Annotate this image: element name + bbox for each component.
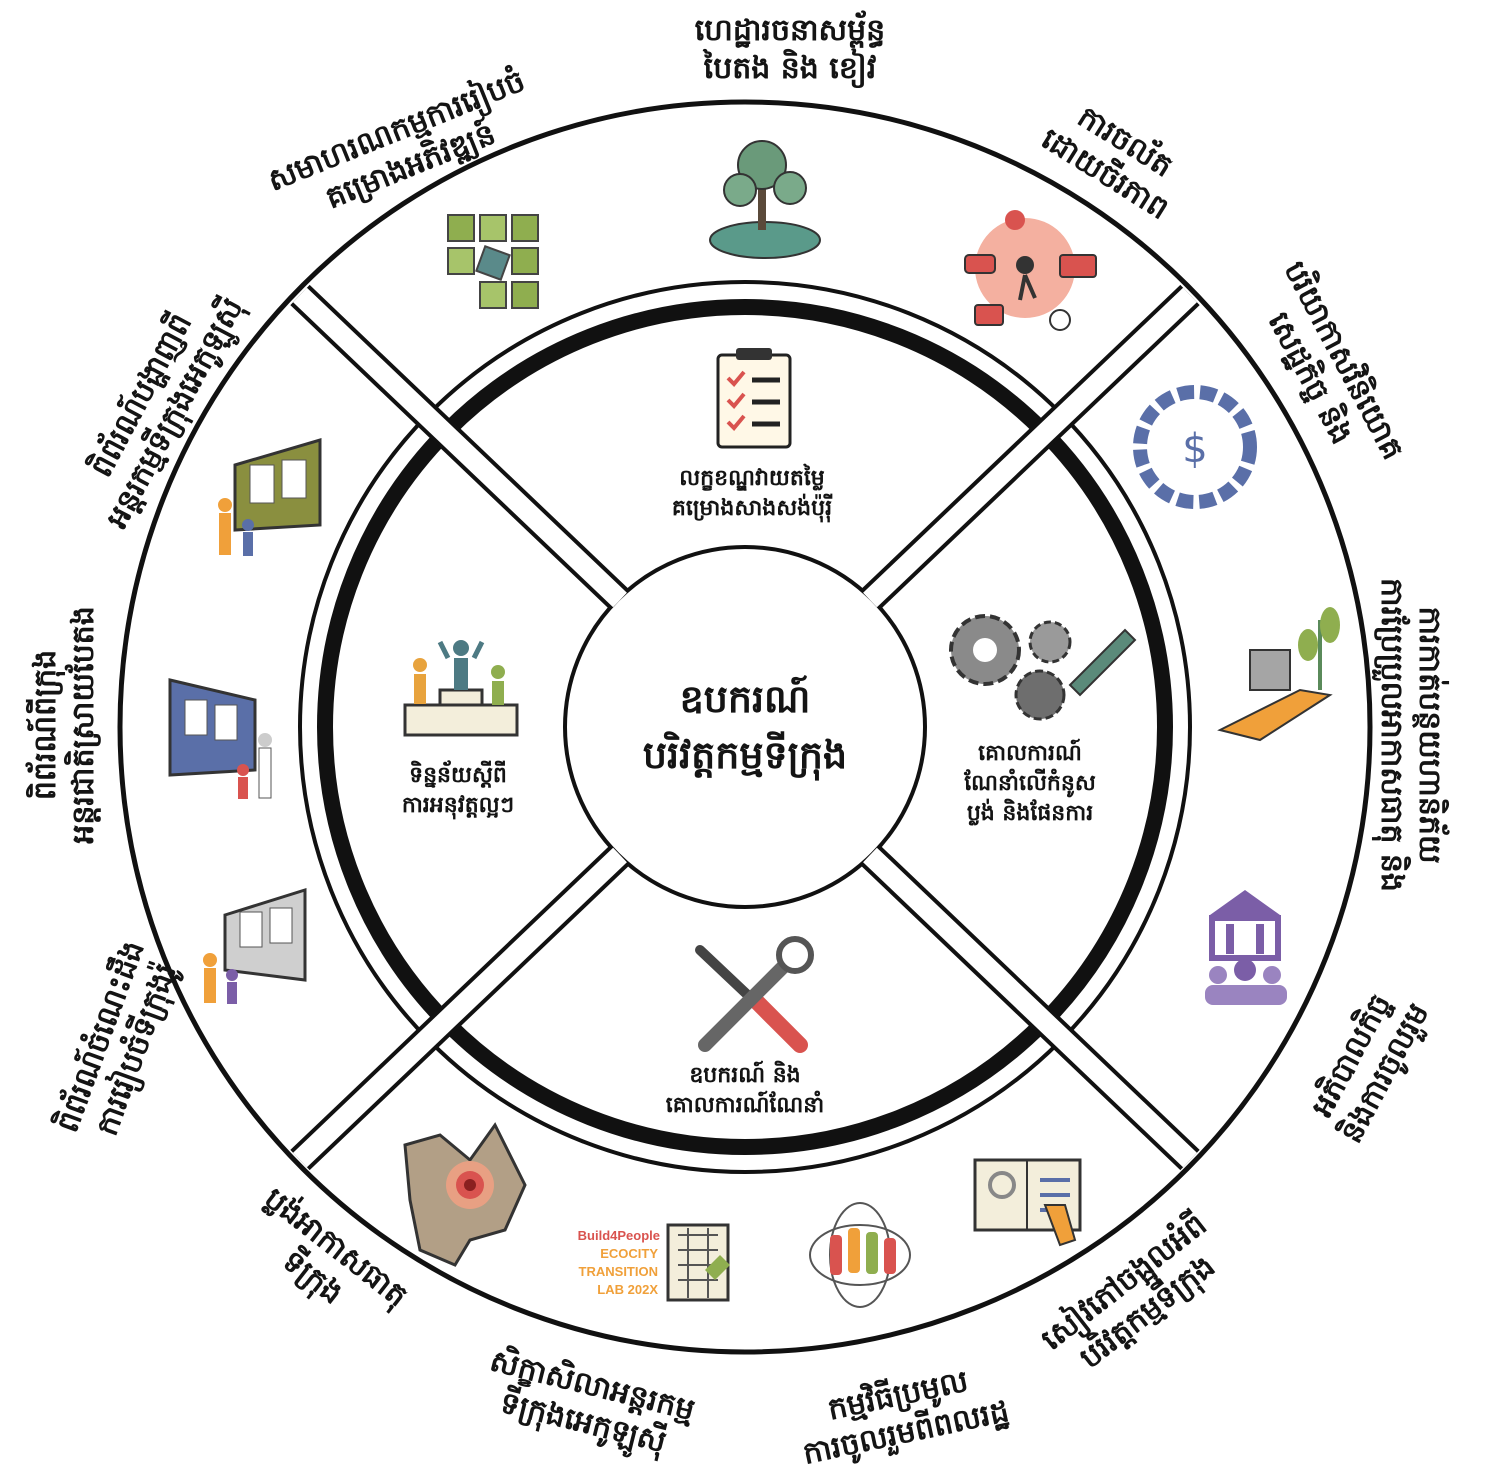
outer-label-3-line1: ការកាត់បន្ថយហានិភ័យ <box>1411 606 1450 863</box>
outer-label-0-line2: បៃតង និង ខៀវ <box>703 48 877 89</box>
inner-top-line2: គម្រោងសាងសង់ប៉ុរ៉ី <box>672 493 833 523</box>
gears-pencil-icon <box>949 614 1137 721</box>
inner-left-line1: ទិន្នន័យស្ដីពី <box>409 760 507 788</box>
logo-line1: Build4People <box>578 1228 660 1243</box>
checklist-icon <box>716 348 792 449</box>
center-title-line1: ឧបករណ៍ <box>680 675 811 721</box>
inner-quadrant-bottom: ឧបករណ៍ និង គោលការណ៍ណែនាំ <box>666 936 824 1118</box>
inner-quadrant-left: ទិន្នន័យស្ដីពី ការអនុវត្តល្អៗ <box>402 640 519 820</box>
outer-ring <box>117 99 1373 1355</box>
raised-hands-icon <box>809 1202 911 1308</box>
middle-ring <box>298 280 1192 1174</box>
government-people-icon <box>1205 890 1287 1005</box>
outer-label-10-line1: ពិព័រណ៍ពីក្រុង <box>25 650 66 800</box>
guide-book-icon <box>973 1158 1082 1247</box>
podium-people-icon <box>403 640 519 737</box>
thick-inner-ring <box>317 299 1173 1155</box>
outer-label-10-line2: អន្តរជាតិស្រាយបែតង <box>63 606 101 843</box>
hand-plant-icon <box>1217 607 1340 742</box>
outer-label-3-line2: ការប្រែប្រួលអាកាសធាតុ និង <box>1371 578 1412 892</box>
inner-bottom-line1: ឧបករណ៍ និង <box>689 1060 800 1088</box>
inner-right-line3: ប្លង់ និងផែនការ <box>967 798 1093 826</box>
wheel-structure <box>117 99 1373 1355</box>
inner-right-line2: ណែនាំលើកំនូស <box>963 768 1096 798</box>
quadrant-dividers <box>290 284 1200 1171</box>
exhibit-board-grey-icon <box>203 887 307 1004</box>
outer-label-0-line1: ហេដ្ឋារចនាសម្ព័ន្ធ <box>695 10 885 48</box>
money-chain-icon: $ <box>1133 385 1257 509</box>
mobility-icon <box>964 210 1097 331</box>
inner-right-line1: គោលការណ៍ <box>978 738 1082 766</box>
inner-quadrant-top: លក្ខខណ្ឌវាយតម្លៃ គម្រោងសាងសង់ប៉ុរ៉ី <box>672 348 833 523</box>
logo-line3: TRANSITION <box>579 1264 658 1279</box>
svg-text:$: $ <box>1182 426 1207 472</box>
trees-water-icon <box>709 140 821 259</box>
exhibit-board-blue-icon <box>168 678 272 799</box>
inner-bottom-line2: គោលការណ៍ណែនាំ <box>666 1090 824 1118</box>
inner-top-line1: លក្ខខណ្ឌវាយតម្លៃ <box>679 463 825 491</box>
outer-ring-icons: $ <box>168 140 1340 1308</box>
center-title-line2: បរិវត្តកម្មទីក្រុង <box>643 731 847 781</box>
logo-line2: ECOCITY <box>600 1246 658 1261</box>
wrench-screwdriver-icon <box>695 936 814 1053</box>
inner-quadrant-right: គោលការណ៍ ណែនាំលើកំនូស ប្លង់ និងផែនការ <box>949 614 1137 826</box>
exhibit-board-green-icon <box>218 437 322 556</box>
green-grid-icon <box>447 214 539 309</box>
city-map-icon <box>403 1122 527 1267</box>
logo-line4: LAB 202X <box>597 1282 658 1297</box>
building-logo-icon: Build4People ECOCITY TRANSITION LAB 202X <box>578 1223 730 1302</box>
inner-left-line2: ការអនុវត្តល្អៗ <box>402 793 514 820</box>
